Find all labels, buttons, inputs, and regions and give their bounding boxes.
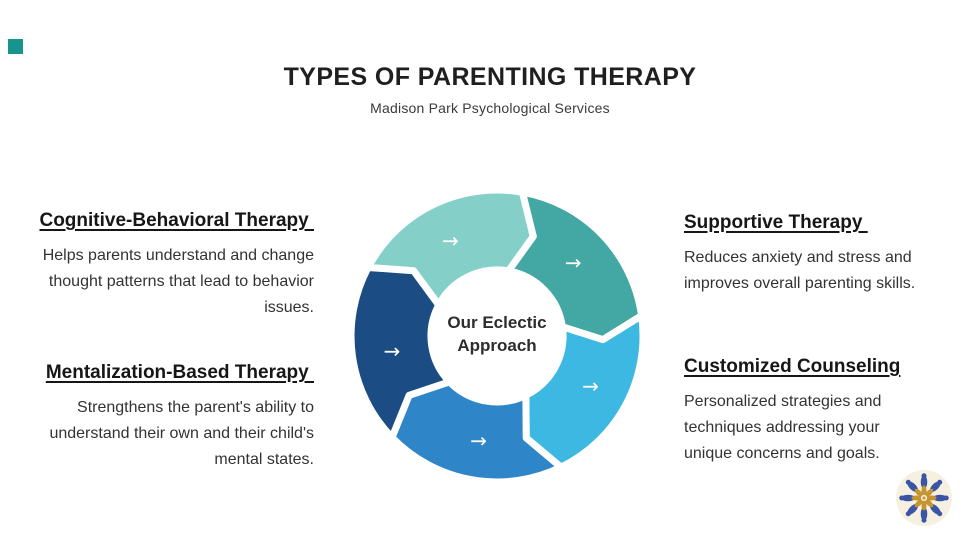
- therapy-title-text: Supportive Therapy: [684, 212, 868, 233]
- therapy-block-mentalization-based: Mentalization-Based Therapy Strengthens …: [10, 360, 314, 473]
- logo-figure: [899, 494, 923, 502]
- logo-figure: [925, 494, 949, 502]
- logo-center-dot: [922, 496, 926, 500]
- therapy-description: Reduces anxiety and stress and improves …: [684, 249, 916, 292]
- logo-figure: [920, 473, 928, 497]
- therapy-title-text: Mentalization-Based Therapy: [45, 362, 314, 383]
- logo-figure: [905, 498, 924, 517]
- page-title: TYPES OF PARENTING THERAPY: [283, 63, 697, 91]
- diagram-center-label: Our Eclectic Approach: [447, 313, 547, 355]
- therapy-title-text: Cognitive-Behavioral Therapy: [39, 210, 314, 231]
- cycle-diagram-svg: → → → → →: [347, 186, 647, 486]
- logo-figure: [924, 479, 943, 498]
- therapy-block-customized-counseling: Customized Counseling Personalized strat…: [684, 354, 926, 467]
- therapy-description: Personalized strategies and techniques a…: [684, 393, 882, 462]
- arrow-icon: →: [582, 374, 599, 398]
- therapy-block-supportive: Supportive Therapy Reduces anxiety and s…: [684, 210, 946, 297]
- brand-logo-svg: [895, 469, 953, 527]
- logo-figure: [905, 479, 924, 498]
- logo-figure: [924, 498, 943, 517]
- therapy-title: Supportive Therapy: [684, 210, 946, 236]
- arrow-icon: →: [384, 339, 401, 363]
- arrow-icon: →: [470, 428, 487, 452]
- therapy-title: Mentalization-Based Therapy: [10, 360, 314, 386]
- arrow-icon: →: [442, 229, 459, 253]
- corner-accent-square: [8, 39, 23, 54]
- therapy-description: Helps parents understand and change thou…: [42, 247, 314, 316]
- diagram-center-circle: [429, 268, 565, 404]
- therapy-description: Strengthens the parent's ability to unde…: [49, 399, 314, 468]
- therapy-title: Customized Counseling: [684, 354, 926, 380]
- header: TYPES OF PARENTING THERAPY Madison Park …: [0, 62, 980, 116]
- page-subtitle: Madison Park Psychological Services: [370, 100, 610, 116]
- therapy-block-cognitive-behavioral: Cognitive-Behavioral Therapy Helps paren…: [10, 208, 314, 321]
- therapy-title: Cognitive-Behavioral Therapy: [10, 208, 314, 234]
- brand-logo: [895, 469, 953, 527]
- logo-figure: [920, 499, 928, 523]
- arrow-icon: →: [565, 250, 582, 274]
- therapy-title-text: Customized Counseling: [684, 356, 901, 377]
